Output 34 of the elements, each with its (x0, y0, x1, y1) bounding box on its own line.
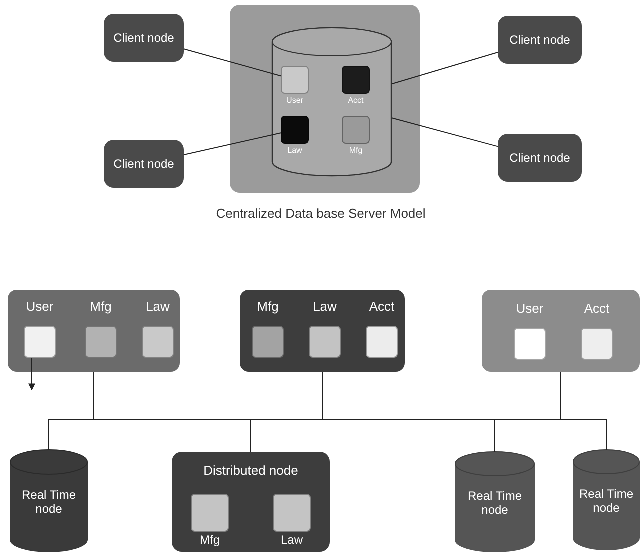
connector-line (184, 48, 282, 77)
connector-line (392, 52, 498, 85)
data-label: Law (312, 300, 338, 315)
connector-line (560, 372, 607, 450)
server-panel (230, 5, 420, 193)
node-label: Real Time node (20, 489, 78, 517)
diagram-caption: Centralized Data base Server Model (216, 206, 426, 221)
client-node-box: Client node (104, 140, 184, 188)
data-label: Acct (347, 96, 365, 106)
node-panel (8, 290, 180, 372)
connector-line (392, 118, 498, 148)
data-label: Mfg (256, 300, 280, 315)
data-label: Law (280, 534, 304, 548)
data-label: Law (286, 146, 304, 156)
data-label: Mfg (198, 534, 221, 548)
node-title: Distributed node (202, 464, 300, 479)
data-label: Mfg (89, 300, 113, 315)
node-panel (482, 290, 640, 372)
data-label: Law (145, 300, 171, 315)
data-label: User (286, 96, 304, 106)
client-node-box: Client node (498, 16, 582, 64)
client-node-box: Client node (104, 14, 184, 62)
distributed-node-box (172, 452, 330, 552)
data-label: Acct (583, 302, 611, 317)
data-label: User (25, 300, 55, 315)
client-node-box: Client node (498, 134, 582, 182)
node-panel (240, 290, 405, 372)
data-label: User (515, 302, 545, 317)
arrow (28, 358, 36, 391)
data-label: Mfg (348, 146, 364, 156)
node-label: Real Time node (578, 488, 635, 516)
connector-line (184, 132, 282, 156)
node-label: Real Time node (466, 490, 524, 518)
data-label: Acct (368, 300, 396, 315)
